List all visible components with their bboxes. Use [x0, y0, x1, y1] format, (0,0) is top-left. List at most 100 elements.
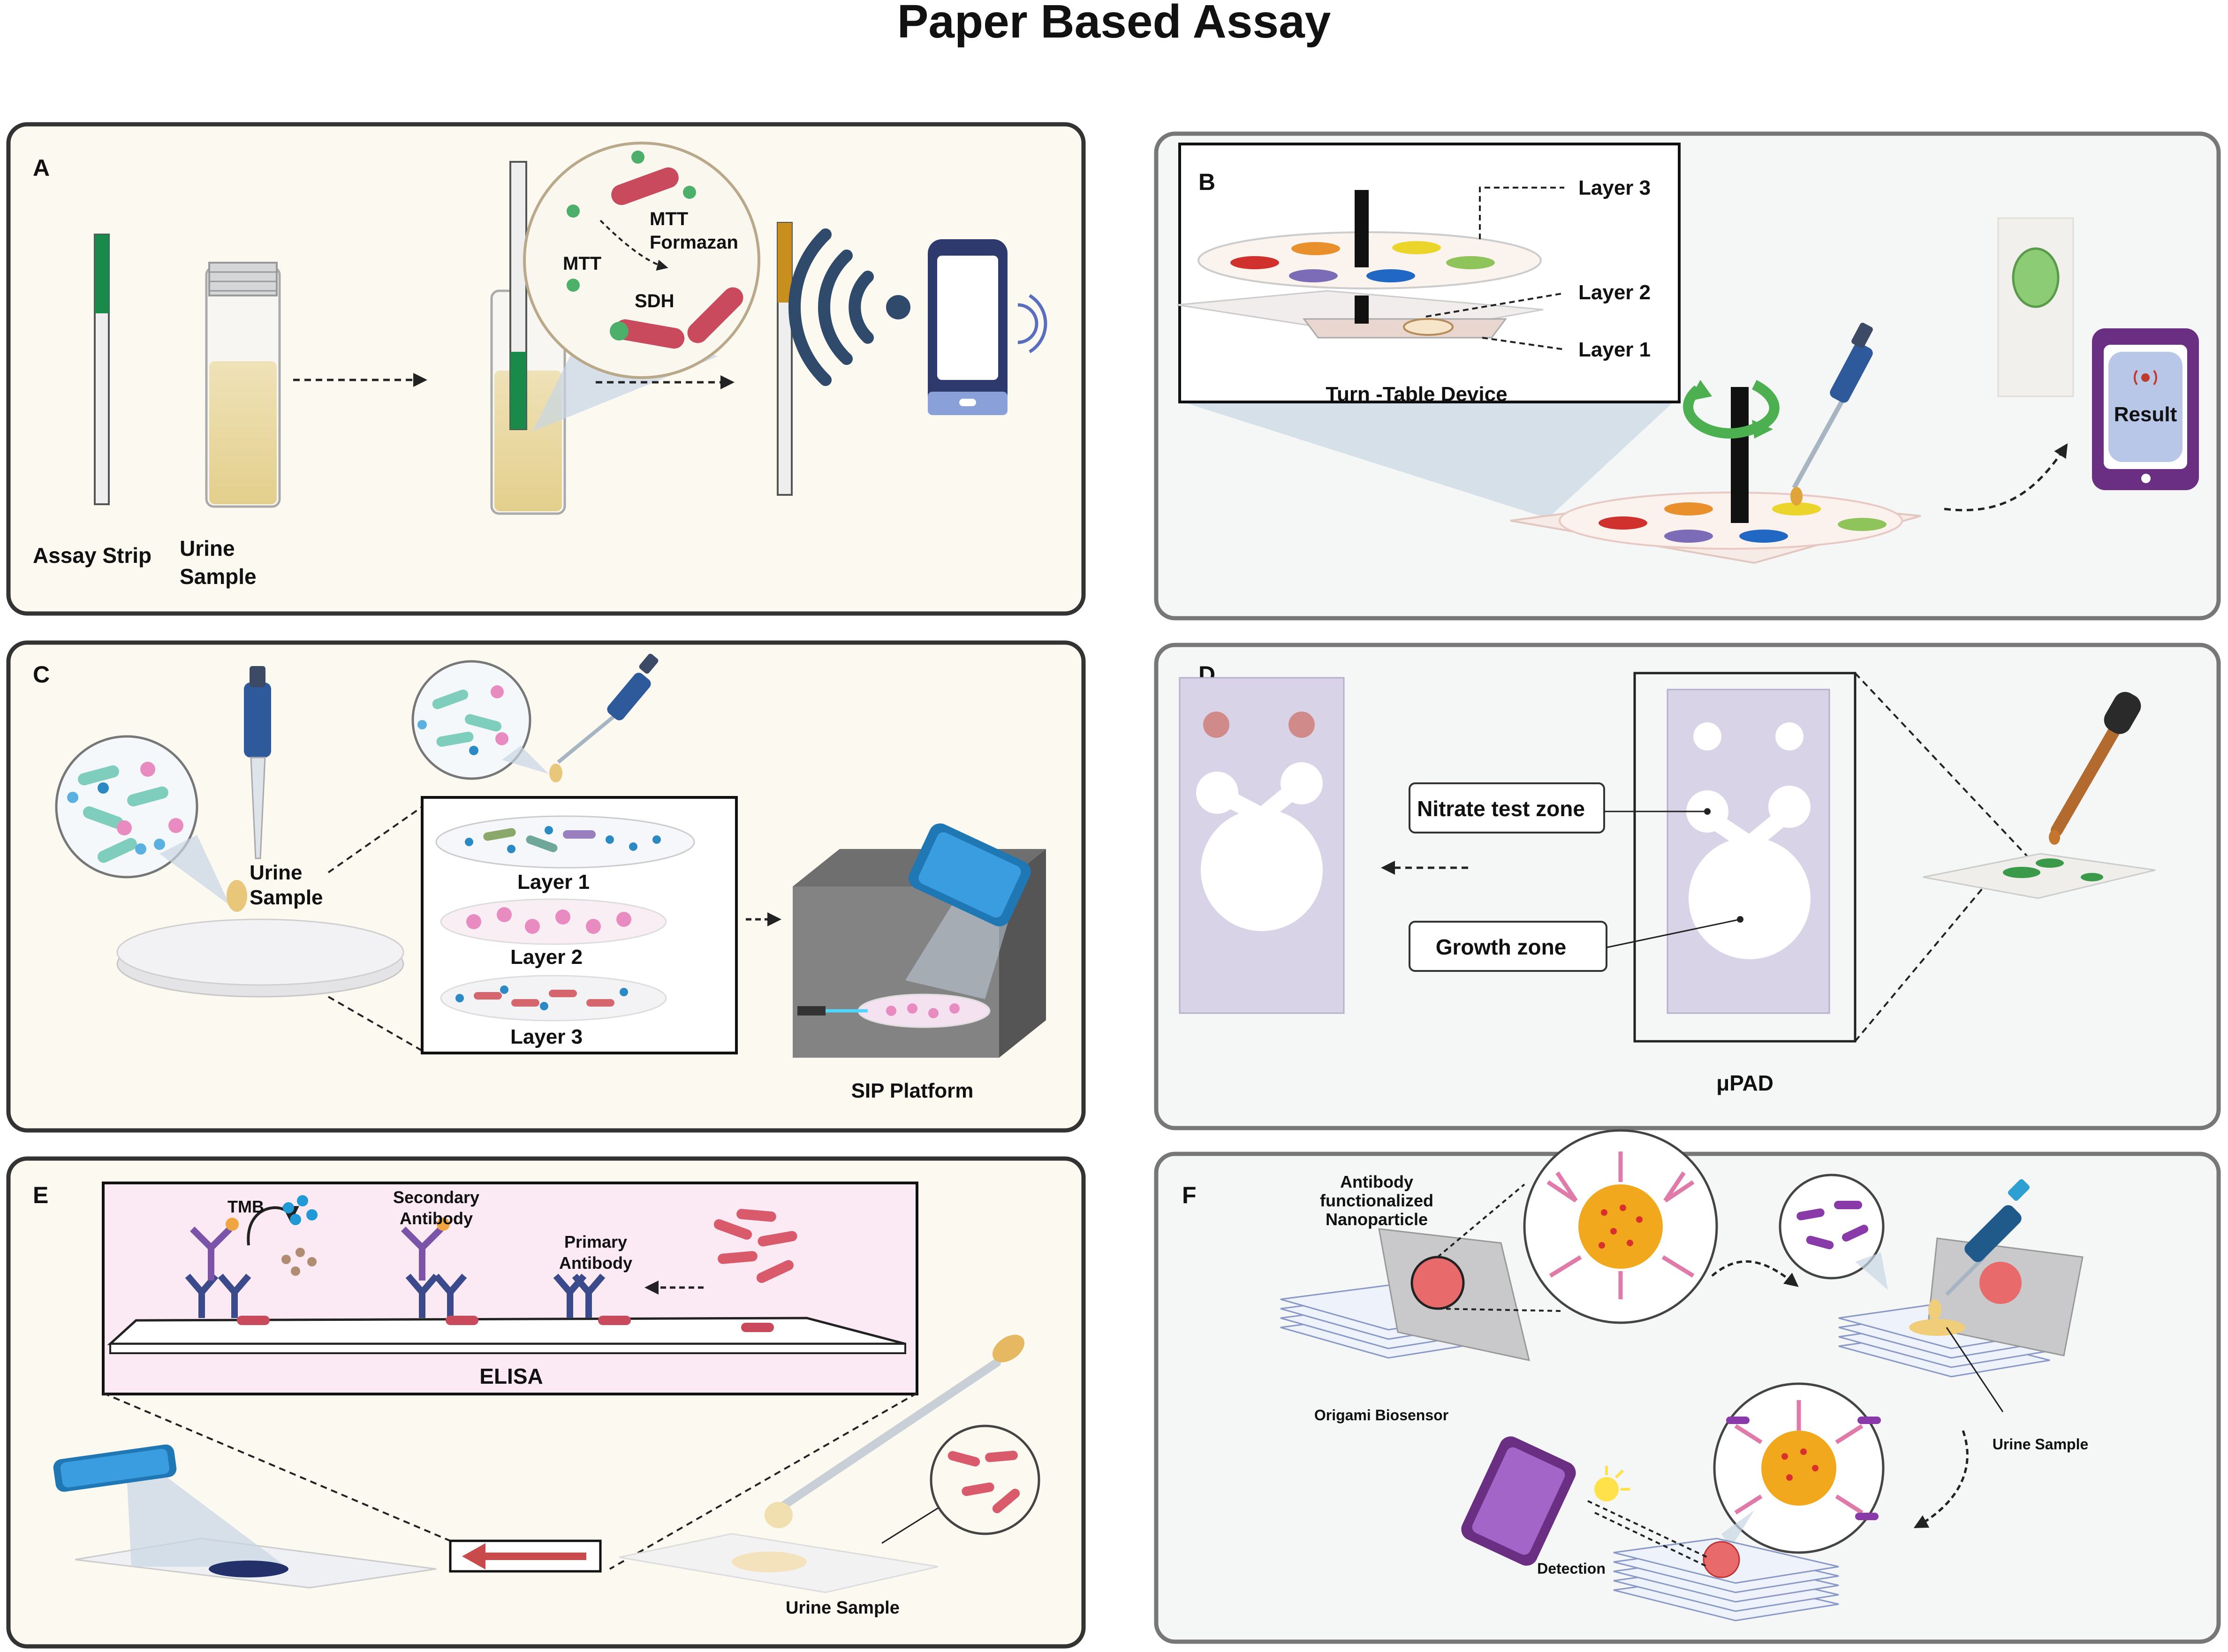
origami-label: Origami Biosensor	[1314, 1407, 1448, 1424]
zoom-cone-c2	[502, 746, 549, 774]
urine-label-line1: Urine	[250, 861, 302, 884]
growth-leader-dot	[1737, 916, 1743, 923]
turn-table-disc	[1510, 380, 1921, 564]
pipette-icon	[227, 666, 271, 912]
panel-b-letter: B	[1198, 169, 1215, 195]
arrow-f1	[1711, 1260, 1799, 1287]
tmb-arrow	[247, 1206, 299, 1246]
smartphone-icon	[928, 239, 1047, 415]
layer1-disc	[435, 815, 695, 869]
growth-label-box	[1409, 921, 1607, 972]
formazan-label: Formazan	[650, 232, 738, 253]
origami-stack-2	[1838, 1237, 2084, 1378]
leader-f3	[1946, 1327, 2004, 1412]
primary-antibody-line2: Antibody	[559, 1253, 632, 1273]
sdh-label: SDH	[635, 291, 674, 311]
arrow-b	[1944, 443, 2068, 512]
secondary-antibody-line2: Antibody	[400, 1209, 473, 1228]
urine-tube-icon	[205, 262, 281, 508]
origami-stack-3	[1613, 1538, 1839, 1622]
layer2-disc	[440, 898, 667, 945]
panel-a-letter: A	[33, 155, 50, 181]
leader-e2	[609, 1392, 917, 1570]
layer3-leader	[1479, 187, 1564, 239]
elisa-label: ELISA	[479, 1364, 543, 1388]
red-arrow-head	[462, 1543, 485, 1569]
result-tablet-icon	[2092, 328, 2199, 490]
np-label-line3: Nanoparticle	[1326, 1210, 1428, 1229]
bacteria-cluster	[713, 1209, 797, 1332]
paper-disc-icon	[116, 918, 404, 998]
panel-f: F Antibody functionalized Nanoparticle O…	[1154, 1129, 2221, 1644]
result-label: Result	[2114, 403, 2177, 426]
nanoparticle-magnified	[1523, 1129, 1718, 1324]
panel-c-letter: C	[33, 661, 50, 688]
arrow-f2	[1913, 1430, 1969, 1528]
layer2-label: Layer 2	[510, 946, 583, 969]
panel-f-letter: F	[1182, 1182, 1197, 1208]
paper-result-icon	[1997, 217, 2074, 397]
urine-sample-label: Urine Sample	[1993, 1436, 2089, 1453]
np-label-line1: Antibody	[1340, 1172, 1413, 1191]
growth-label: Growth zone	[1436, 935, 1567, 959]
turn-table-device-label: Turn -Table Device	[1326, 383, 1507, 406]
growth-leader	[1606, 918, 1741, 948]
antibody-group-2	[401, 1218, 478, 1325]
layer2-label: Layer 2	[1578, 281, 1651, 304]
upad-chip-right	[1667, 689, 1830, 1014]
layer1-leader	[1482, 337, 1565, 350]
leader-f2	[1437, 1308, 1562, 1312]
nitrate-label: Nitrate test zone	[1417, 796, 1585, 821]
paper-with-phone	[53, 1444, 437, 1589]
leader-e3	[881, 1507, 939, 1544]
panel-c: C Urine Sample	[6, 640, 1086, 1133]
layer3-disc	[440, 975, 667, 1022]
nanoparticle-bound	[1713, 1382, 1885, 1554]
wireless-signal-icon	[788, 228, 910, 386]
antibody-group-1	[185, 1218, 270, 1325]
primary-antibody-line1: Primary	[564, 1232, 627, 1251]
mtt-left-label: MTT	[563, 253, 601, 274]
panel-e: E TMB Secondary Antib	[6, 1156, 1086, 1649]
origami-stack-1	[1280, 1228, 1531, 1361]
dropper-icon	[1923, 692, 2156, 899]
panel-b: B Layer 3 Layer 2 Layer 1 Turn -Table De…	[1154, 131, 2221, 621]
bacteria-circle-f	[1779, 1174, 1885, 1280]
tmb-dots	[281, 1195, 318, 1276]
pipette-icon	[1945, 1179, 2030, 1296]
assay-strip-label: Assay Strip	[33, 543, 152, 568]
nitrate-label-box	[1409, 782, 1605, 834]
bacteria-circle-top	[411, 660, 531, 780]
tube-with-strip-icon	[490, 161, 566, 515]
leader-c1	[327, 806, 423, 873]
urine-label-line2: Sample	[250, 886, 323, 909]
urine-label-line2: Sample	[180, 564, 257, 589]
pipette-icon	[1790, 322, 1873, 506]
zoom-cone-f2	[1721, 1510, 1754, 1548]
sip-platform-label: SIP Platform	[851, 1079, 974, 1102]
assay-strip-icon	[94, 234, 110, 505]
result-strip-icon	[777, 222, 793, 496]
mtt-top-label: MTT	[650, 209, 688, 229]
bacteria-circle-left	[55, 735, 198, 879]
leader-f1	[1437, 1183, 1525, 1258]
urine-label-line1: Urine	[180, 536, 235, 561]
panel-e-letter: E	[33, 1182, 48, 1208]
layer2-leader	[1425, 292, 1565, 318]
panel-a: A Assay Strip Urine Sample	[6, 122, 1086, 616]
upad-chip-left	[1179, 677, 1345, 1014]
zoom-cone-b	[1180, 401, 1675, 518]
leader-c2	[328, 996, 423, 1052]
upad-label: μPAD	[1716, 1071, 1773, 1095]
dropper-icon	[765, 1334, 1025, 1528]
antibody-group-3	[553, 1273, 631, 1325]
nitrate-leader-dot	[1704, 808, 1711, 815]
smartphone-icon	[909, 823, 1031, 926]
pipette-icon	[549, 653, 659, 782]
detection-label: Detection	[1537, 1560, 1606, 1577]
urine-sample-label: Urine Sample	[786, 1598, 900, 1618]
zoom-cone-c1	[159, 835, 230, 905]
layer3-label: Layer 3	[1578, 176, 1651, 199]
leader-f5	[1594, 1512, 1708, 1568]
